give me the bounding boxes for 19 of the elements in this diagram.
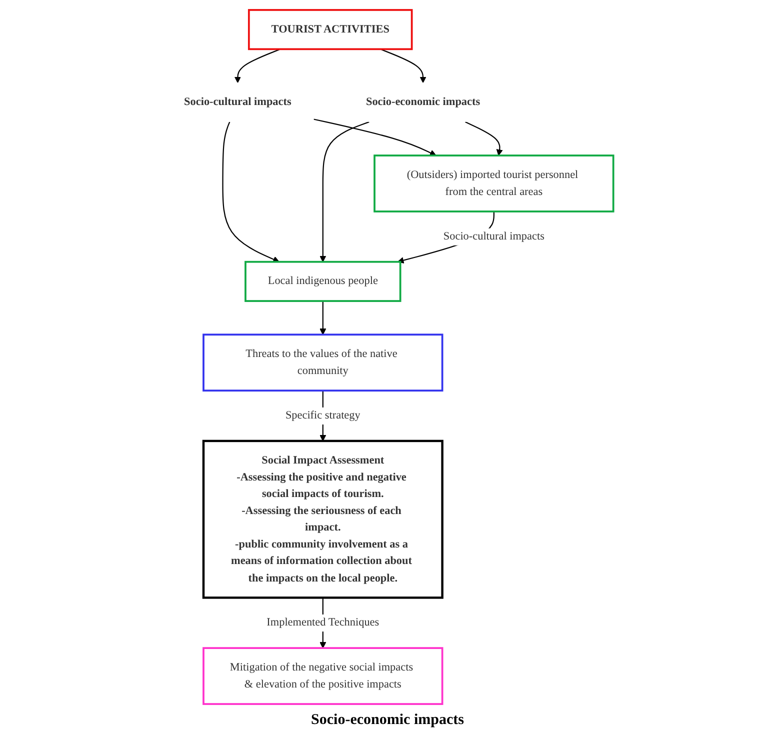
node-box: Social Impact Assessment -Assessing the positive and negative social impacts of tourism. -Assessing the seriousness of each impact. -public community involvement as a means of information collection about the impacts on the local people. bbox=[202, 440, 444, 599]
node-box: (Outsiders) imported tourist personnel from the central areas bbox=[374, 154, 614, 212]
node-box: TOURIST ACTIVITIES bbox=[248, 9, 413, 50]
node-text: Socio-economic impacts bbox=[366, 96, 480, 108]
arrow bbox=[320, 121, 370, 262]
node-text: Socio-cultural impacts bbox=[184, 96, 292, 108]
arrow bbox=[380, 48, 426, 84]
edge-label: Specific strategy bbox=[285, 410, 360, 422]
arrow bbox=[314, 118, 436, 156]
arrow bbox=[234, 48, 281, 84]
arrow bbox=[320, 301, 326, 335]
edge-label: Implemented Techniques bbox=[266, 616, 380, 629]
arrow bbox=[222, 122, 280, 262]
note-label: Socio-economic impacts bbox=[311, 712, 464, 729]
node-box: Threats to the values of the native community bbox=[202, 334, 444, 392]
edge-label: Socio-cultural impacts bbox=[443, 230, 544, 242]
node-box: Local indigenous people bbox=[244, 260, 402, 302]
node-box: Mitigation of the negative social impacts & elevation of the positive impacts bbox=[202, 647, 444, 705]
arrow bbox=[464, 121, 503, 156]
